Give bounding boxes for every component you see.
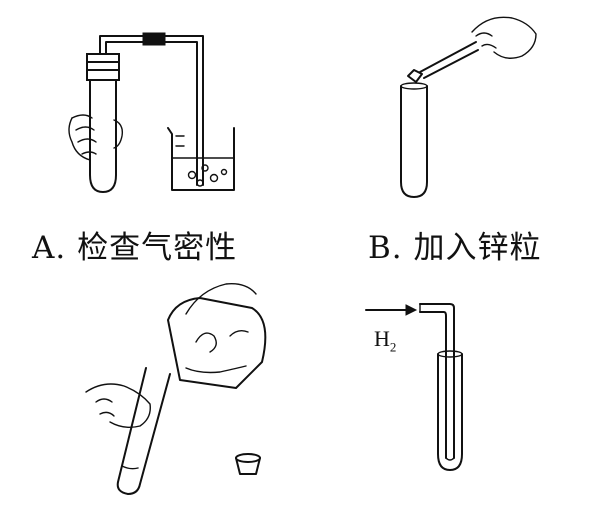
gas-label-main: H [374,326,390,351]
panel-b: B. 加入锌粒 [300,0,605,270]
tweezers-icon [419,41,479,79]
gas-label-sub: 2 [389,339,397,355]
caption-a: A. 检查气密性 [32,230,238,266]
gas-label: H2 [374,326,396,355]
stopper-icon [235,453,261,475]
gas-tube-icon [419,303,455,461]
arrow-icon [365,304,418,316]
hand-icon [471,16,537,59]
test-tube-icon [437,350,463,471]
beaker-icon [167,127,235,191]
caption-b: B. 加入锌粒 [368,230,542,266]
hand-icon [68,114,124,161]
test-tube-icon [116,367,171,495]
panel-c-drawing [85,283,267,495]
zinc-granule-icon [407,69,423,83]
panel-c [0,270,300,504]
panel-a: A. 检查气密性 [0,0,300,270]
panel-b-drawing [400,16,537,198]
connecting-tube-icon [99,32,204,186]
test-tube-icon [86,53,120,193]
test-tube-icon [400,82,428,198]
panel-d-drawing [365,303,463,471]
panel-a-drawing [68,32,235,193]
hand-icon [185,283,257,337]
hand-icon [85,383,151,429]
panel-d: H2 [300,270,605,504]
bottle-icon [167,297,267,389]
